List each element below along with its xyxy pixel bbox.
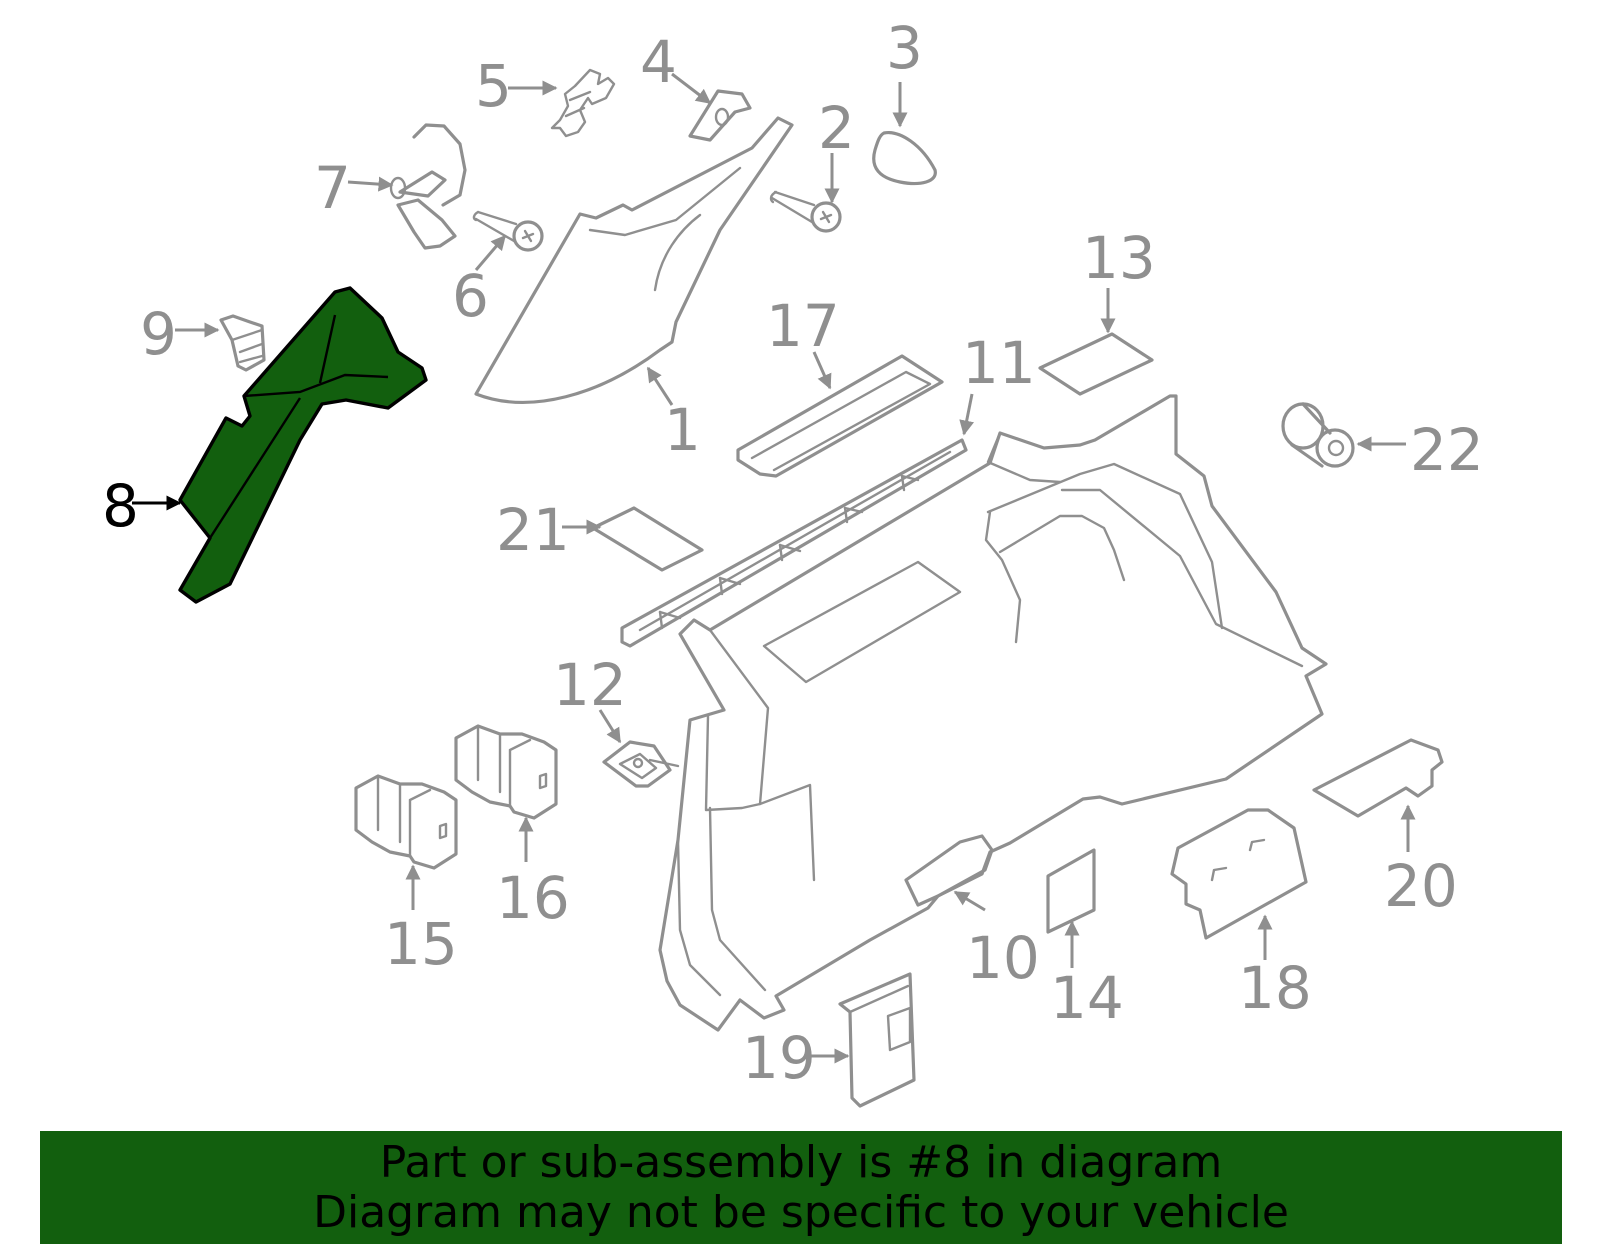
label-19: 19: [742, 1024, 816, 1092]
part-7-anchor[interactable]: [389, 123, 467, 250]
part-14-pad[interactable]: [1046, 848, 1096, 934]
part-16-clip[interactable]: [454, 724, 558, 820]
part-11-sill-strip[interactable]: [620, 438, 968, 648]
label-14: 14: [1050, 964, 1124, 1032]
label-17: 17: [766, 292, 840, 360]
part-5-clip[interactable]: [550, 68, 616, 138]
part-1-pillar-trim[interactable]: [474, 116, 794, 404]
label-11: 11: [962, 329, 1036, 397]
part-10-bracket[interactable]: [904, 834, 994, 907]
label-16: 16: [496, 864, 570, 932]
label-15: 15: [384, 910, 458, 978]
label-21: 21: [496, 496, 570, 564]
part-3-cap[interactable]: [872, 131, 937, 186]
label-13: 13: [1082, 224, 1156, 292]
part-20-pad[interactable]: [1312, 738, 1444, 818]
label-1: 1: [664, 396, 701, 464]
label-18: 18: [1238, 954, 1312, 1022]
part-6-screw[interactable]: [472, 210, 544, 252]
label-3: 3: [886, 14, 923, 82]
banner-line-1: Part or sub-assembly is #8 in diagram: [379, 1136, 1223, 1188]
label-2: 2: [818, 94, 855, 162]
label-12: 12: [553, 651, 627, 719]
part-2-screw[interactable]: [769, 190, 842, 233]
label-9: 9: [140, 300, 177, 368]
part-4-clip[interactable]: [688, 89, 752, 142]
label-4: 4: [640, 28, 677, 96]
label-7: 7: [314, 154, 351, 222]
label-22: 22: [1410, 416, 1484, 484]
part-12-clip[interactable]: [602, 740, 680, 788]
label-10: 10: [966, 924, 1040, 992]
part-22-grommet[interactable]: [1281, 402, 1355, 468]
info-banner: Part or sub-assembly is #8 in diagram Di…: [40, 1131, 1562, 1244]
part-21-pad[interactable]: [591, 506, 704, 572]
label-5: 5: [475, 52, 512, 120]
leader-arrows: [132, 72, 1416, 1064]
label-20: 20: [1384, 852, 1458, 920]
part-17-pad[interactable]: [736, 354, 944, 478]
part-9-push-clip[interactable]: [219, 314, 266, 372]
part-13-pad[interactable]: [1038, 332, 1154, 396]
part-8-trim-panel[interactable]: [178, 286, 428, 604]
label-8: 8: [102, 472, 139, 540]
part-19-pad[interactable]: [838, 972, 916, 1108]
part-18-pad[interactable]: [1170, 808, 1308, 940]
banner-line-2: Diagram may not be specific to your vehi…: [313, 1186, 1289, 1238]
part-15-clip[interactable]: [354, 774, 458, 870]
label-6: 6: [452, 262, 489, 330]
